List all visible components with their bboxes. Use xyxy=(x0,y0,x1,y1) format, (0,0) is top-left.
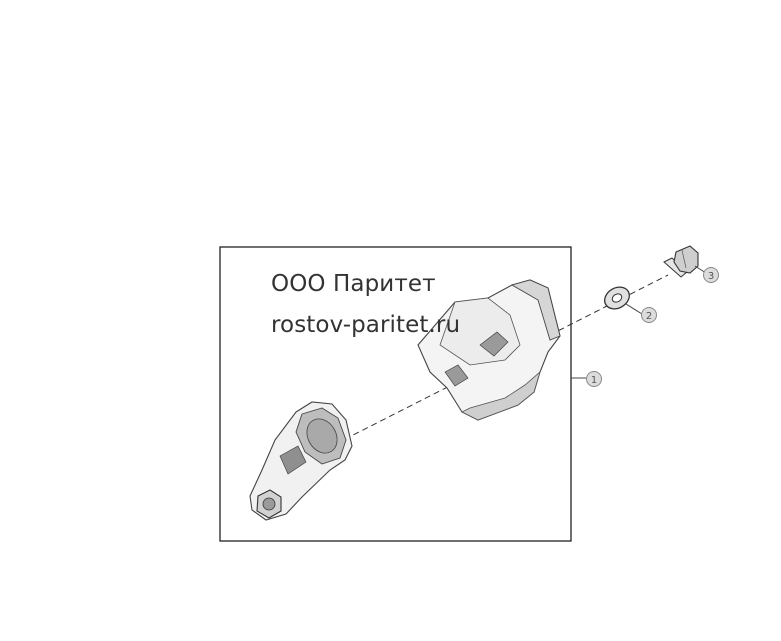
callout-2-leader xyxy=(625,303,643,315)
assembly-frame xyxy=(219,246,572,542)
watermark-company: ООО Паритет xyxy=(271,271,436,297)
tooth-part xyxy=(417,279,561,421)
callout-2: 2 xyxy=(641,307,657,323)
washer-part xyxy=(604,286,630,310)
adapter-part xyxy=(249,401,353,521)
callout-3: 3 xyxy=(703,267,719,283)
callout-1-number: 1 xyxy=(591,375,597,386)
watermark-website: rostov-paritet.ru xyxy=(271,312,461,338)
bolt-part xyxy=(663,245,699,278)
callout-2-number: 2 xyxy=(646,311,652,322)
callout-3-number: 3 xyxy=(708,271,714,282)
callout-1: 1 xyxy=(586,371,602,387)
